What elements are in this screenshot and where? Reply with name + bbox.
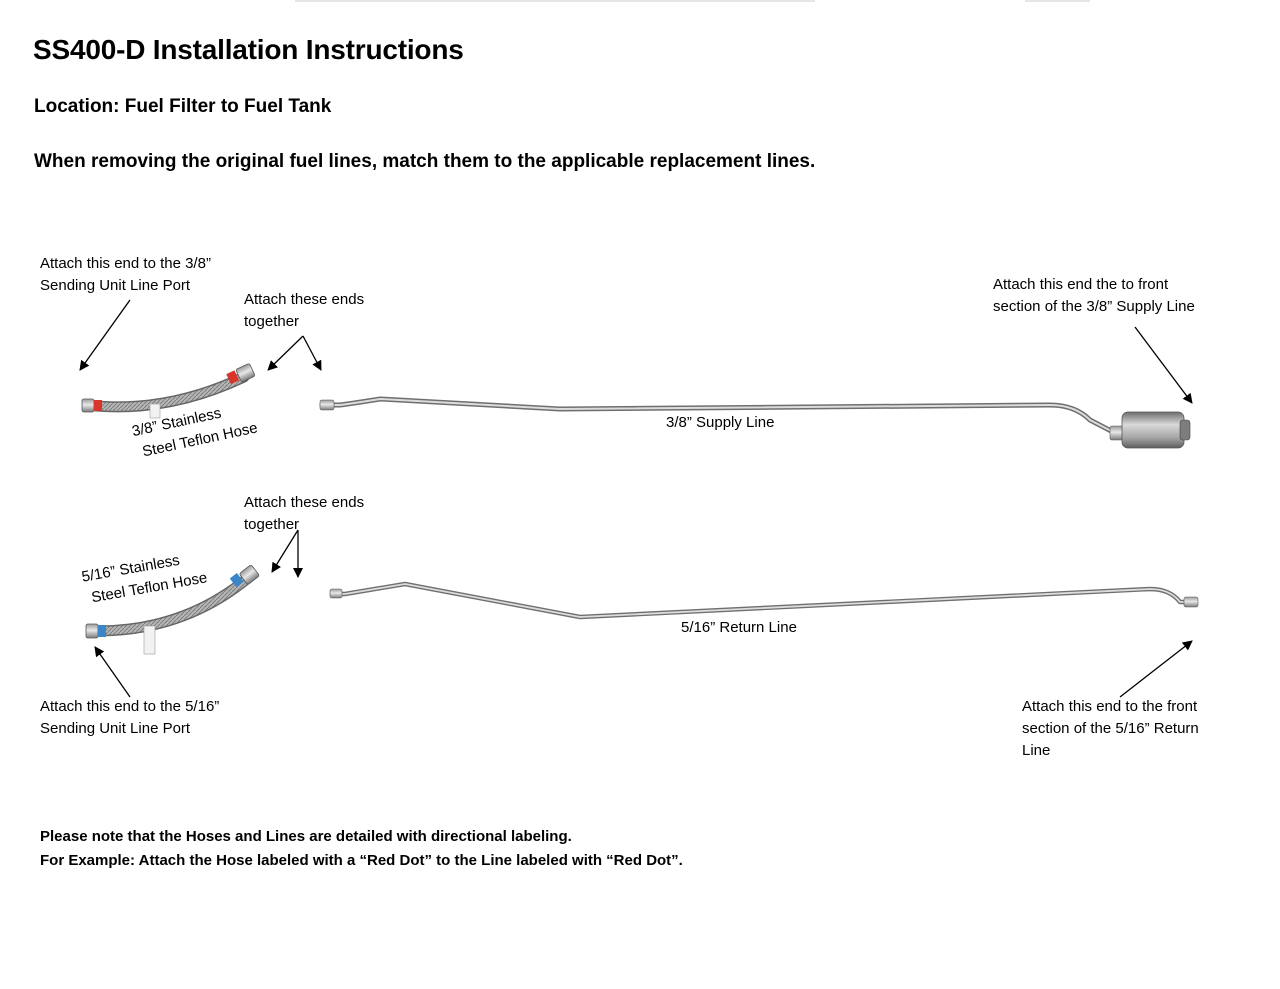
return-teflon-hose — [85, 564, 260, 655]
supply-teflon-hose — [81, 363, 255, 419]
footer-note-2: For Example: Attach the Hose labeled wit… — [40, 852, 683, 869]
arrow — [94, 646, 131, 698]
arrow — [1134, 326, 1193, 404]
return-line-tube — [329, 581, 1199, 620]
top-edge-line — [1025, 0, 1090, 2]
fuel-filter-canister — [1109, 411, 1191, 449]
arrow — [302, 335, 322, 371]
supply-front-note: Attach this end the to front section of … — [993, 276, 1195, 315]
return-join-note: Attach these ends together — [244, 494, 365, 533]
arrow — [79, 299, 131, 371]
footer-note-1: Please note that the Hoses and Lines are… — [40, 828, 572, 845]
return-hose-end-note: Attach this end to the 5/16” Sending Uni… — [40, 698, 220, 737]
top-edge-line — [295, 0, 815, 2]
page-title: SS400-D Installation Instructions — [33, 34, 464, 65]
arrow — [1119, 640, 1193, 698]
return-line-label: 5/16” Return Line — [681, 619, 797, 636]
arrow — [267, 335, 304, 371]
supply-red-dot-marker — [226, 370, 240, 385]
supply-hose-end-note: Attach this end to the 3/8” Sending Unit… — [40, 255, 211, 294]
supply-line-tube — [319, 396, 1118, 436]
supply-red-dot-marker — [94, 400, 102, 411]
return-front-note: Attach this end to the front section of … — [1022, 698, 1199, 759]
supply-line-label: 3/8” Supply Line — [666, 414, 775, 431]
return-blue-marker — [98, 625, 106, 637]
supply-join-note: Attach these ends together — [244, 291, 365, 330]
arrow — [271, 529, 299, 573]
instruction-heading: When removing the original fuel lines, m… — [34, 151, 816, 172]
return-blue-marker — [229, 572, 244, 588]
location-heading: Location: Fuel Filter to Fuel Tank — [34, 96, 332, 117]
